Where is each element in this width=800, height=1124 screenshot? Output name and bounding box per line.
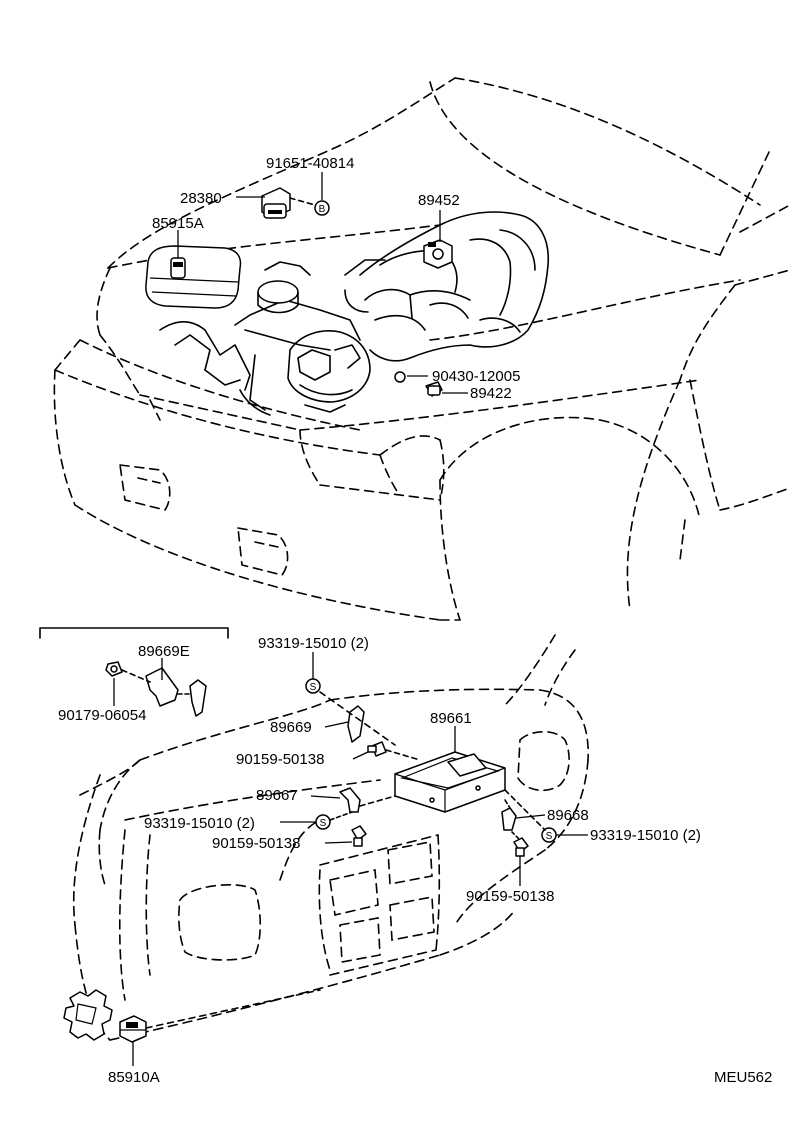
label-89669: 89669 [270, 719, 312, 736]
label-90159-50138-c: 90159-50138 [466, 888, 554, 905]
part-28380-switch [261, 187, 291, 219]
part-89669e-bracket [121, 667, 207, 717]
label-93319-15010-top: 93319-15010 (2) [258, 635, 369, 652]
upper-leader-lines [177, 172, 468, 394]
junction-block [63, 989, 113, 1041]
inset-leader-lines [113, 658, 163, 706]
label-93319-15010-right: 93319-15010 (2) [590, 827, 701, 844]
label-85910a: 85910A [108, 1069, 160, 1086]
part-89668-bracket [501, 807, 517, 831]
inset-bracket [39, 627, 229, 639]
label-90179-06054: 90179-06054 [58, 707, 146, 724]
screw-marker-s-left: S [315, 814, 331, 830]
screw-marker-s-left-text: S [320, 818, 327, 829]
label-93319-15010-left: 93319-15010 (2) [144, 815, 255, 832]
lower-leader-lines [132, 652, 588, 1066]
part-89422-sensor [425, 381, 443, 397]
part-90159-50138-bolt-c [513, 837, 529, 857]
screw-marker-s-top-text: S [310, 682, 317, 693]
part-90159-50138-bolt-a [367, 741, 387, 757]
label-89667: 89667 [256, 787, 298, 804]
screw-marker-s-top: S [305, 678, 321, 694]
label-89668: 89668 [547, 807, 589, 824]
part-90159-50138-bolt-b [351, 825, 367, 847]
label-89661: 89661 [430, 710, 472, 727]
label-28380: 28380 [180, 190, 222, 207]
label-89422: 89422 [470, 385, 512, 402]
part-89669-bracket [347, 705, 365, 743]
label-90159-50138-a: 90159-50138 [236, 751, 324, 768]
part-85910a-relay [119, 1015, 147, 1043]
label-85915a: 85915A [152, 215, 204, 232]
part-90430-gasket [394, 371, 406, 383]
part-90179-06054-nut [105, 661, 123, 677]
label-89452: 89452 [418, 192, 460, 209]
bolt-marker-b-text: B [319, 204, 326, 215]
vehicle-front-outline [53, 77, 791, 621]
part-89667-bracket [339, 787, 361, 813]
interior-outline [72, 634, 589, 1041]
label-89669e: 89669E [138, 643, 190, 660]
label-91651-40814: 91651-40814 [266, 155, 354, 172]
reservoir-tank-85915a [145, 245, 242, 309]
label-90430-12005: 90430-12005 [432, 368, 520, 385]
drawing-code: MEU562 [714, 1069, 772, 1086]
label-90159-50138-b: 90159-50138 [212, 835, 300, 852]
screw-marker-s-right-text: S [546, 831, 553, 842]
bolt-marker-b: B [314, 200, 330, 216]
part-89452-sensor [423, 239, 453, 269]
part-89661-ecu [394, 751, 506, 813]
